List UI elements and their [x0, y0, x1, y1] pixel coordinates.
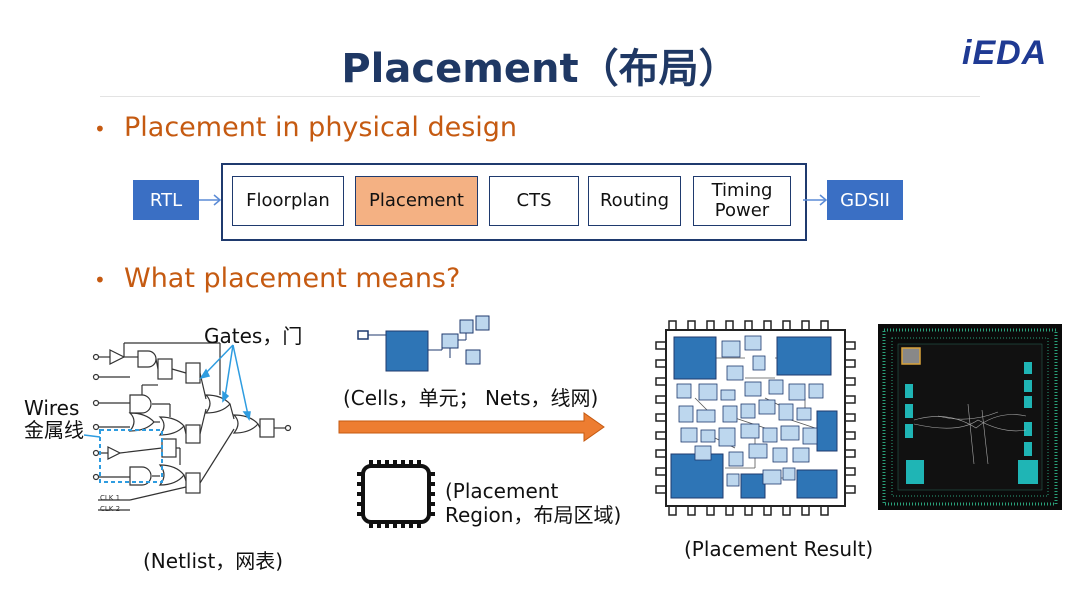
- wires-label-cn: 金属线: [24, 418, 84, 442]
- wires-label: Wires 金属线: [24, 397, 84, 441]
- timing-label: Timing: [711, 180, 773, 201]
- ieda-logo: iEDA: [962, 34, 1048, 72]
- flow-step-placement: Placement: [355, 176, 478, 226]
- clk2-label: CLK 2: [100, 505, 120, 513]
- page-title: Placement（布局）: [341, 46, 739, 92]
- bullet-text: Placement in physical design: [124, 112, 518, 143]
- cells-nets-label: (Cells，单元； Nets，线网): [343, 386, 599, 410]
- placement-result-chip: [655, 320, 856, 516]
- wire-highlight-box: [99, 429, 163, 483]
- netlist-schematic: CLK 1 CLK 2: [83, 342, 292, 513]
- placement-region-label: (Placement Region，布局区域): [445, 479, 621, 527]
- chip-layout-image: [878, 324, 1062, 510]
- netlist-caption: (Netlist，网表): [143, 549, 284, 573]
- placement-region-line2: Region，布局区域): [445, 503, 622, 527]
- bullet-physical-design: • Placement in physical design: [94, 112, 517, 143]
- placement-region-chip: [357, 460, 435, 528]
- wires-label-en: Wires: [24, 396, 80, 420]
- title-divider: [100, 96, 980, 97]
- flow-step-floorplan: Floorplan: [232, 176, 344, 226]
- gates-label: Gates，门: [204, 324, 303, 348]
- flow-rtl-box: RTL: [133, 180, 199, 220]
- arrow-right-icon: [199, 194, 222, 206]
- bullet-dot-icon: •: [94, 267, 106, 292]
- bullet-dot-icon: •: [94, 116, 106, 141]
- flow-step-routing: Routing: [588, 176, 681, 226]
- flow-step-cts: CTS: [489, 176, 579, 226]
- orange-arrow-icon: [338, 412, 605, 442]
- flow-stages-container: [221, 163, 807, 241]
- flow-gdsii-box: GDSII: [827, 180, 903, 220]
- clk1-label: CLK 1: [100, 494, 120, 502]
- arrow-right-icon: [803, 194, 828, 206]
- flow-step-timing-power: Timing Power: [693, 176, 791, 226]
- power-label: Power: [714, 200, 770, 221]
- bullet-text: What placement means?: [124, 263, 461, 294]
- placement-region-line1: (Placement: [445, 479, 559, 503]
- placement-result-caption: (Placement Result): [684, 537, 874, 561]
- cells-nets-illustration: [357, 315, 490, 372]
- bullet-placement-means: • What placement means?: [94, 263, 460, 294]
